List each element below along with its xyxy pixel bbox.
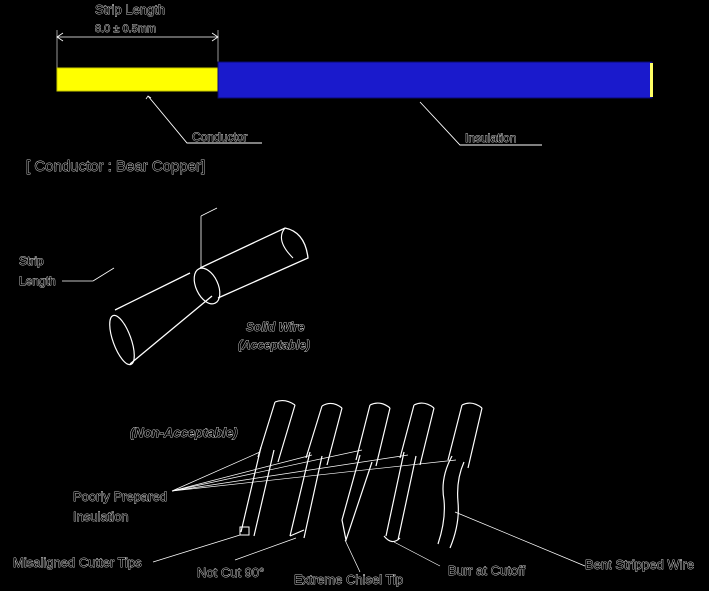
wire-bent — [437, 402, 483, 549]
top-wire-diagram: Strip Length 8.0 ± 0.5mm Conductor Insul… — [26, 2, 653, 175]
conductor-note: [ Conductor : Bear Copper] — [26, 158, 205, 175]
conductor-bar — [56, 67, 220, 92]
strip-length-label: Strip Length — [95, 2, 165, 17]
defect-label: Not Cut 90° — [197, 565, 264, 580]
insulation-defect-label: Insulation — [73, 509, 129, 524]
defect-leaders — [152, 511, 586, 573]
insulation-leader — [419, 101, 542, 146]
wire-misaligned-tips — [239, 399, 296, 537]
defect-label: Bent Stripped Wire — [585, 557, 694, 572]
solid-wire-sketch: Strip Length Solid Wire (Acceptable) — [19, 207, 310, 366]
strip-label-line2: Length — [19, 274, 56, 288]
acceptable-label: (Acceptable) — [238, 338, 310, 352]
defect-label: Misaligned Cutter Tips — [13, 555, 142, 570]
wire-not-cut-90 — [289, 402, 343, 539]
solid-wire-label: Solid Wire — [246, 320, 305, 334]
poorly-prepared-leaders — [171, 449, 457, 492]
conductor-leader — [145, 95, 262, 144]
non-acceptable-label: (Non-Acceptable) — [130, 425, 238, 440]
poorly-prepared-label: Poorly Prepared — [73, 489, 167, 504]
defect-label: Extreme Chisel Tip — [294, 572, 403, 587]
wire-burr-cutoff — [383, 402, 435, 543]
insulation-label: Insulation — [465, 131, 516, 145]
strip-label-line1: Strip — [19, 254, 44, 268]
defect-label: Burr at Cutoff — [448, 563, 525, 578]
strip-length-dimension — [56, 30, 219, 68]
insulation-bar — [217, 61, 653, 99]
non-acceptable-examples: (Non-Acceptable) — [13, 399, 694, 587]
conductor-label: Conductor — [192, 130, 247, 144]
strip-length-value: 8.0 ± 0.5mm — [95, 23, 156, 35]
